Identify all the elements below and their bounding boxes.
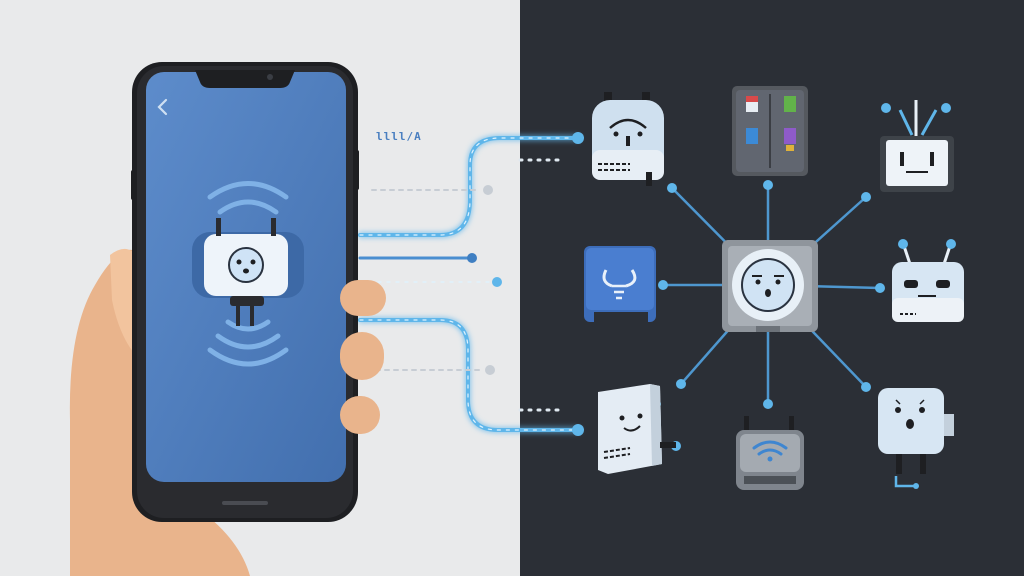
endpoint-dot [572, 132, 584, 144]
device-mini-plug [878, 388, 954, 489]
device-smart-plug [592, 92, 664, 186]
wifi-signal-icon [207, 181, 289, 367]
smart-plug-face-icon [192, 218, 304, 326]
device-smart-bulb-box [584, 246, 656, 322]
connection-endpoints [467, 132, 584, 436]
device-robot [892, 239, 964, 322]
device-control-panel [732, 86, 808, 176]
endpoint-dot [467, 253, 477, 263]
device-sensor [880, 100, 954, 192]
smart-hub-face-icon [722, 240, 818, 332]
data-stream-label: llll/A [376, 130, 422, 143]
endpoint-dot [572, 424, 584, 436]
back-chevron-icon[interactable] [157, 98, 168, 116]
endpoint-dot [485, 365, 495, 375]
device-wall-adapter [598, 384, 676, 474]
endpoint-dot [483, 185, 493, 195]
device-router [736, 416, 804, 490]
hand-fingers [340, 280, 386, 434]
connection-lines [358, 136, 580, 432]
endpoint-dot [492, 277, 502, 287]
smartphone [131, 62, 359, 522]
